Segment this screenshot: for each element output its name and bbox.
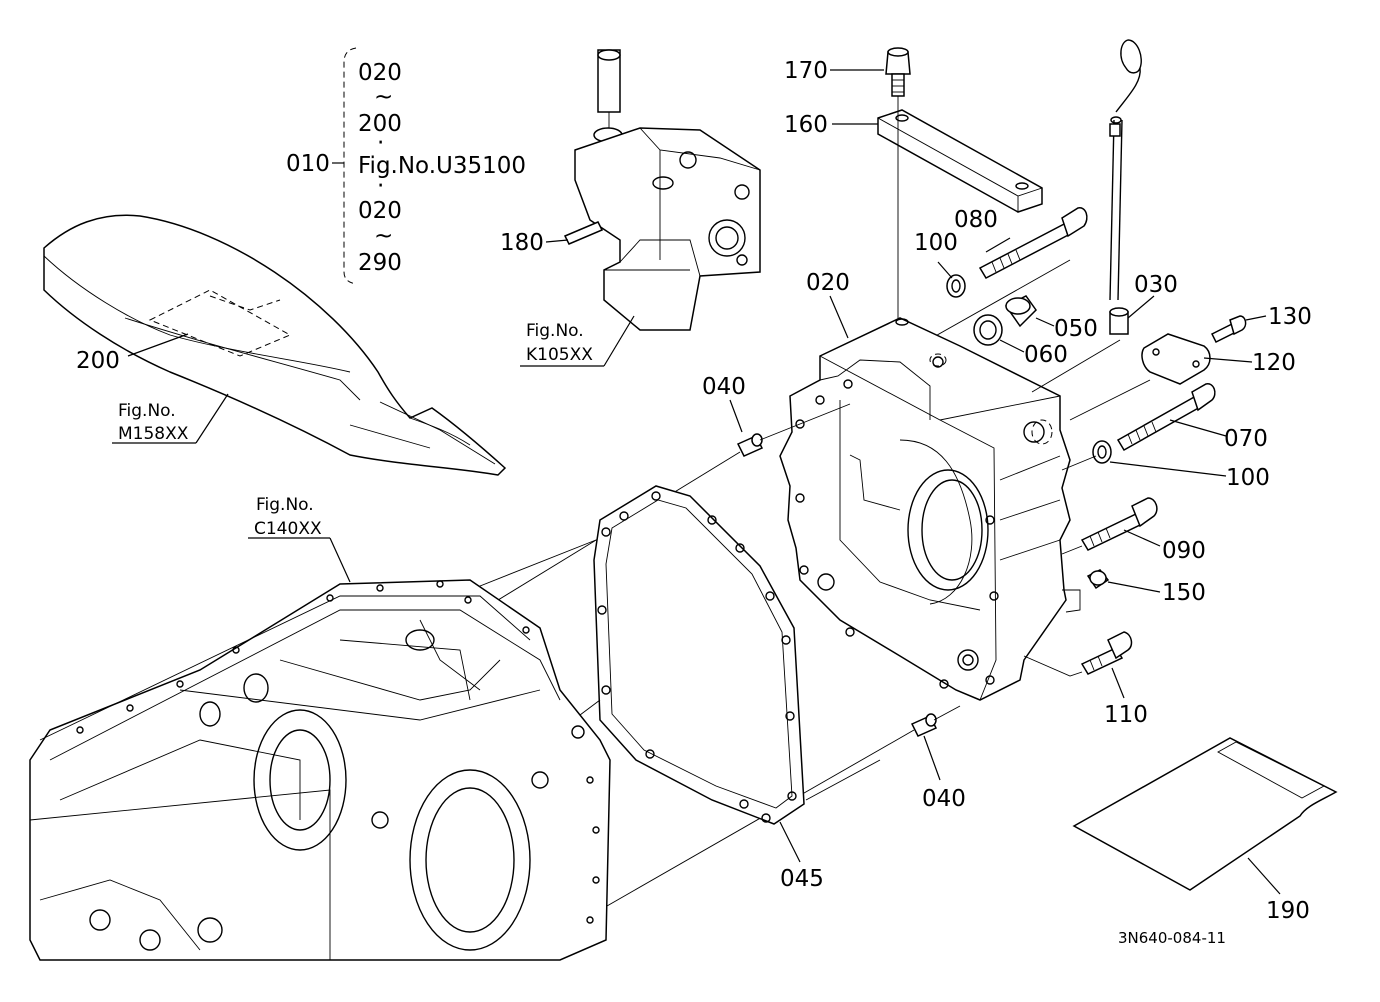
label-040-a[interactable]: 040: [702, 374, 746, 400]
label-050[interactable]: 050: [1054, 316, 1098, 342]
bolt-090: [1080, 497, 1158, 551]
gasket-045: [593, 485, 805, 825]
label-090[interactable]: 090: [1162, 538, 1206, 564]
fig-ref-c140xx[interactable]: Fig.No. C140XX: [248, 495, 351, 583]
label-160[interactable]: 160: [784, 112, 828, 138]
group-010-dot1: ·: [377, 130, 384, 156]
label-030[interactable]: 030: [1134, 272, 1178, 298]
label-180[interactable]: 180: [500, 230, 544, 256]
label-110[interactable]: 110: [1104, 702, 1148, 728]
fig-ref-c140xx-label: Fig.No.: [256, 495, 314, 515]
drawing-id: 3N640-084-11: [1118, 929, 1226, 947]
label-080[interactable]: 080: [954, 207, 998, 233]
fig-ref-k105xx[interactable]: Fig.No. K105XX: [520, 315, 635, 367]
group-010-range2-start: 020: [358, 198, 402, 224]
fig-ref-m158xx-code: M158XX: [118, 424, 189, 444]
fig-ref-m158xx-label: Fig.No.: [118, 401, 176, 421]
label-045[interactable]: 045: [780, 866, 824, 892]
plug-150: [1086, 569, 1110, 590]
label-070[interactable]: 070: [1224, 426, 1268, 452]
group-010-fig-ref: Fig.No.U35100: [358, 153, 526, 179]
housing-020: [779, 317, 1081, 701]
dowel-040-b: [910, 713, 938, 737]
fig-ref-k105xx-code: K105XX: [526, 345, 593, 365]
plug-050: [1004, 295, 1037, 328]
bolt-070: [1116, 383, 1216, 452]
dipstick-030: [1109, 39, 1142, 335]
label-020[interactable]: 020: [806, 270, 850, 296]
bolt-170: [885, 47, 911, 97]
label-190[interactable]: 190: [1266, 898, 1310, 924]
dowel-040-a: [736, 433, 764, 457]
label-200[interactable]: 200: [76, 348, 120, 374]
fig-ref-k105xx-label: Fig.No.: [526, 321, 584, 341]
label-120[interactable]: 120: [1252, 350, 1296, 376]
label-040-b[interactable]: 040: [922, 786, 966, 812]
group-010-tilde2: ~: [374, 223, 393, 249]
washer-100-a: [946, 274, 966, 298]
cover-120: [1141, 333, 1211, 385]
label-170[interactable]: 170: [784, 58, 828, 84]
label-sheet-190: [1072, 737, 1338, 891]
label-060[interactable]: 060: [1024, 342, 1068, 368]
group-010-dot2: ·: [377, 173, 384, 199]
fig-ref-m158xx[interactable]: Fig.No. M158XX: [112, 393, 229, 444]
fig-ref-c140xx-code: C140XX: [254, 519, 322, 539]
pin-180: [563, 221, 604, 245]
transmission-case-c140xx: [29, 579, 611, 961]
label-010[interactable]: 010: [286, 151, 330, 177]
group-010-range1-end: 200: [358, 111, 402, 137]
bracket-160: [877, 109, 1043, 213]
group-010-range2-end: 290: [358, 250, 402, 276]
label-100-b[interactable]: 100: [1226, 465, 1270, 491]
label-130[interactable]: 130: [1268, 304, 1312, 330]
washer-100-b: [1092, 440, 1112, 464]
seal-060: [973, 314, 1003, 346]
label-150[interactable]: 150: [1162, 580, 1206, 606]
bolt-130: [1210, 315, 1247, 344]
group-010-tilde1: ~: [374, 84, 393, 110]
bolt-110: [1080, 631, 1133, 675]
hitch-bracket-k105xx: [574, 49, 761, 331]
bolt-080: [978, 207, 1088, 279]
label-100-a[interactable]: 100: [914, 230, 958, 256]
group-010-range1-start: 020: [358, 60, 402, 86]
group-010-bracket: 020 ~ 200 · Fig.No.U35100 · 020 ~ 290 01…: [286, 47, 526, 285]
fender-cover-m158xx: [43, 214, 507, 476]
